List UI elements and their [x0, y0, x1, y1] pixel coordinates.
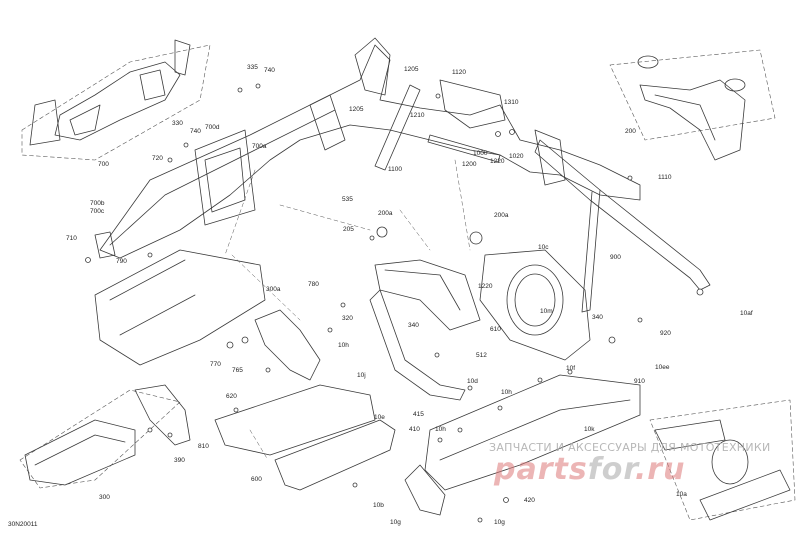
bracket-1310: [439, 79, 506, 129]
plate-340: [374, 259, 481, 331]
callout-700c: 700c: [90, 208, 105, 215]
callout-300a: 300a: [266, 286, 281, 293]
callout-910: 910: [634, 378, 645, 385]
callout-1310: 1310: [504, 99, 519, 106]
callout-1210: 1210: [410, 112, 425, 119]
callout-335: 335: [247, 64, 258, 71]
callout-200a-b: 200a: [494, 212, 509, 219]
plate-300: [24, 419, 136, 486]
bottom-plate-10h: [404, 374, 641, 516]
callout-410: 410: [409, 426, 420, 433]
callout-710: 710: [66, 235, 77, 242]
callout-1120: 1120: [452, 69, 466, 76]
callout-420: 420: [524, 497, 535, 504]
callout-700d: 700d: [205, 124, 220, 131]
callout-780: 780: [308, 281, 319, 288]
group-outline-200: [609, 49, 776, 141]
watermark-logo: partsfor.ru: [494, 452, 686, 487]
callout-1100: 1100: [388, 166, 402, 173]
callout-10h: 10h: [338, 342, 349, 349]
callout-1205: 1205: [404, 66, 419, 73]
callout-740b: 740: [190, 128, 201, 135]
callout-10h-b: 10h: [501, 389, 512, 396]
callout-10f: 10f: [566, 365, 576, 372]
callout-790: 790: [116, 258, 127, 265]
callout-10m: 10m: [540, 308, 553, 315]
callout-10g: 10g: [390, 519, 401, 526]
callout-10e: 10e: [374, 414, 385, 421]
bracket-200: [637, 55, 746, 161]
callout-600: 600: [251, 476, 262, 483]
watermark-tagline: ЗАПЧАСТИ И АКСЕССУАРЫ ДЛЯ МОТОТЕХНИКИ: [489, 441, 771, 454]
callout-200: 200: [625, 128, 636, 135]
frame-700a: [94, 37, 641, 259]
callout-1200: 1200: [462, 161, 477, 168]
callout-700a: 700a: [252, 143, 267, 150]
leader-dashes: [224, 159, 471, 461]
callout-340: 340: [408, 322, 419, 329]
group-outline-300: [19, 389, 181, 489]
skid-plate-790: [94, 249, 266, 366]
group-outline-10a: [649, 399, 796, 521]
callout-620: 620: [226, 393, 237, 400]
callout-535: 535: [342, 196, 353, 203]
panel-600: [214, 384, 396, 491]
callout-1220b: 1220: [478, 283, 493, 290]
callout-1205b: 1205: [349, 106, 364, 113]
callout-920: 920: [660, 330, 671, 337]
callout-765: 765: [232, 367, 243, 374]
callout-320: 320: [342, 315, 353, 322]
callout-10d: 10d: [467, 378, 478, 385]
group-outline-700: [21, 44, 211, 161]
callout-720: 720: [152, 155, 163, 162]
callout-900: 900: [610, 254, 621, 261]
callout-10j: 10j: [357, 372, 366, 379]
callout-1110: 1110: [658, 174, 672, 181]
callout-390: 390: [174, 457, 185, 464]
callout-1020: 1020: [509, 153, 524, 160]
callout-10h-c: 10h: [435, 426, 446, 433]
callout-10ee: 10ee: [655, 364, 670, 371]
callout-1220: 1220: [490, 158, 505, 165]
bracket-10d: [369, 289, 466, 401]
callout-770: 770: [210, 361, 221, 368]
callout-610: 610: [490, 326, 501, 333]
callout-200a: 200a: [378, 210, 393, 217]
callout-1000: 1000: [473, 150, 488, 157]
callout-740: 740: [264, 67, 275, 74]
callout-10c: 10c: [538, 244, 549, 251]
bracket-700: [29, 39, 191, 146]
callout-415: 415: [413, 411, 424, 418]
callout-10b: 10b: [373, 502, 384, 509]
brace-1100: [374, 84, 501, 171]
callout-300: 300: [99, 494, 110, 501]
diagram-code: 30N20011: [8, 521, 38, 528]
bracket-300a: [254, 309, 321, 381]
plate-10c: [479, 249, 591, 361]
bracket-390: [134, 384, 191, 446]
callout-10k: 10k: [584, 426, 595, 433]
fasteners: [85, 83, 704, 523]
callout-330: 330: [172, 120, 183, 127]
callout-10af: 10af: [740, 310, 753, 317]
callout-10g-b: 10g: [494, 519, 505, 526]
callout-700: 700: [98, 161, 109, 168]
callout-810: 810: [198, 443, 209, 450]
callout-700b: 700b: [90, 200, 105, 207]
callout-205: 205: [343, 226, 354, 233]
callout-512: 512: [476, 352, 487, 359]
part-10a: [654, 419, 791, 521]
callout-340b: 340: [592, 314, 603, 321]
callout-10a: 10a: [676, 491, 687, 498]
